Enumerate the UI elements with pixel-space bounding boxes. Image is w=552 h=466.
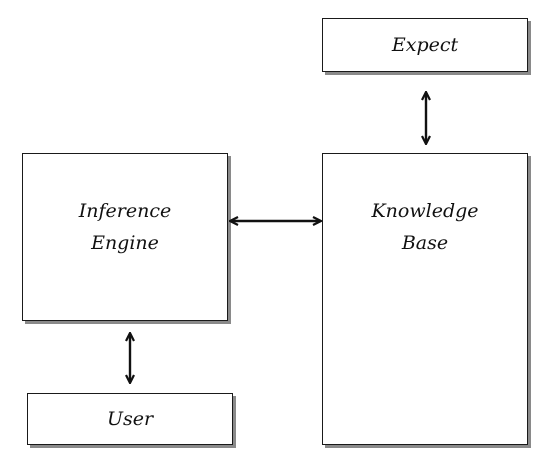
- knowledge-base-node: Knowledge Base: [322, 153, 528, 445]
- user-node: User: [27, 393, 233, 445]
- inference-engine-node: Inference Engine: [22, 153, 228, 321]
- knowledge-base-label-line2: Base: [401, 232, 449, 254]
- knowledge-base-label-line1: Knowledge: [371, 200, 479, 222]
- user-label: User: [106, 408, 154, 430]
- expect-label: Expect: [391, 34, 459, 56]
- expect-node: Expect: [322, 18, 528, 72]
- inference-engine-label-line2: Engine: [91, 232, 159, 254]
- inference-engine-label-line1: Inference: [78, 200, 172, 222]
